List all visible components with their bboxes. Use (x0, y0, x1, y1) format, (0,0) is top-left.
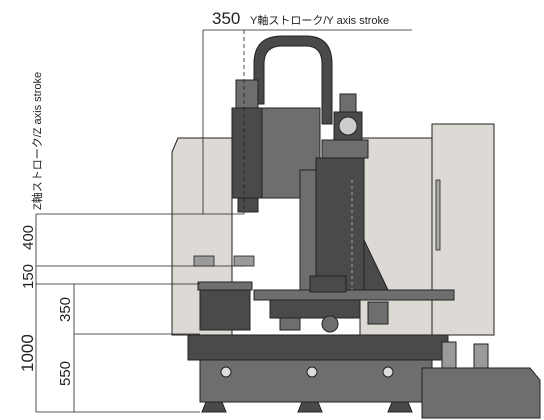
y-stroke-caption: Y軸ストローク/Y axis stroke (250, 13, 389, 27)
base-plate (187, 334, 449, 361)
spindle-nose (237, 197, 259, 213)
enclosure-right-door (431, 123, 495, 336)
coolant-tank (421, 341, 541, 419)
gap-value: 150 (20, 264, 37, 289)
column-main (315, 157, 365, 299)
base-lower (199, 359, 433, 403)
y-stroke-value: 350 (212, 9, 240, 28)
total-height-value: 1000 (18, 334, 37, 372)
z-stroke-caption: Z軸ストローク/Z axis stroke (30, 72, 44, 210)
spindle-front (231, 107, 263, 199)
coolant-pump-1 (441, 341, 457, 369)
work-table (197, 275, 455, 333)
machine-base (187, 334, 449, 413)
dimension-lines (35, 29, 412, 413)
door-handle (435, 179, 441, 251)
leveling-foot-3 (387, 401, 413, 413)
spindle-motor (235, 79, 259, 111)
table-saddle (269, 299, 361, 319)
leveling-foot-1 (201, 401, 227, 413)
cable-arm (253, 35, 333, 125)
tool-changer (321, 93, 369, 159)
table-height-value: 350 (57, 297, 74, 322)
tank-body (421, 367, 541, 419)
z-stroke-value: 400 (20, 225, 37, 250)
vise-box (199, 287, 251, 331)
leveling-foot-2 (297, 401, 323, 413)
spindle-head (231, 79, 321, 213)
coolant-pump-2 (473, 343, 489, 369)
table-top (253, 289, 455, 301)
enclosure (171, 123, 495, 336)
column (299, 157, 389, 301)
base-height-value: 550 (57, 361, 74, 386)
